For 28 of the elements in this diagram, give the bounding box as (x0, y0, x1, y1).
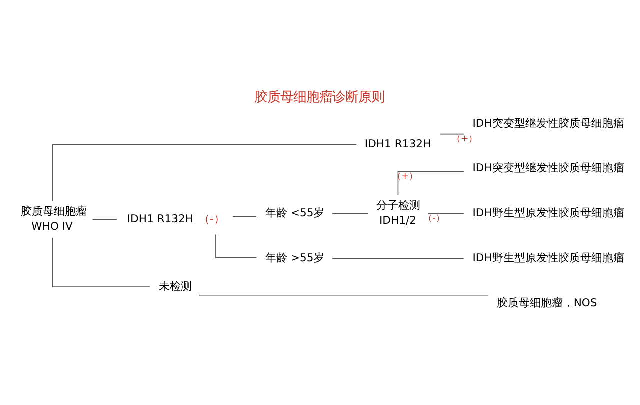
connector (232, 216, 257, 217)
connector (428, 212, 464, 214)
connector (92, 218, 118, 220)
connector (199, 294, 489, 296)
node-text: 年龄 <55岁 (265, 206, 325, 220)
edge-label: （+） (392, 172, 418, 182)
connector (332, 258, 464, 259)
edge-label: （+） (452, 134, 478, 144)
edge-label: （-） (424, 214, 445, 224)
node-text: 胶质母细胞瘤，NOS (496, 296, 598, 310)
node-text: IDH突变型继发性胶质母细胞瘤 (472, 116, 624, 130)
connector (52, 144, 357, 202)
node-text: 分子检测 IDH1/2 (376, 198, 421, 227)
connector (332, 212, 368, 214)
node-text: IDH野生型原发性胶质母细胞瘤 (472, 251, 624, 264)
node-text: IDH1 R132H (127, 212, 194, 225)
node-text: 胶质母细胞瘤 WHO IV (20, 204, 87, 232)
node-text: IDH突变型继发性胶质母细胞瘤 (472, 161, 624, 174)
diagram-title: 胶质母细胞瘤诊断原则 (254, 90, 384, 105)
connector (216, 234, 258, 258)
connector (440, 133, 464, 134)
connector (52, 237, 151, 287)
node-text: IDH野生型原发性胶质母细胞瘤 (472, 206, 624, 220)
node-text: IDH1 R132H (364, 137, 432, 150)
connector (398, 170, 464, 196)
node-text: 年龄 >55岁 (265, 251, 325, 264)
node-label: （-） (198, 212, 225, 225)
node-text: 未检测 (158, 279, 192, 292)
